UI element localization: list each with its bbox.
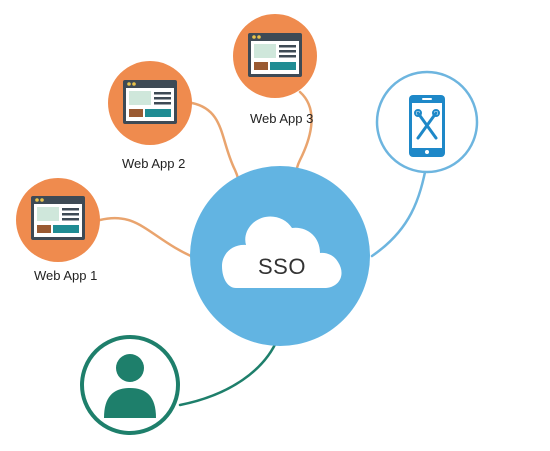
tools-icon <box>416 111 438 140</box>
browser-window-icon <box>248 33 302 77</box>
user-icon <box>104 354 156 418</box>
connector-user <box>178 336 280 407</box>
web-app-3-label: Web App 3 <box>250 111 314 126</box>
smartphone-icon <box>409 95 445 157</box>
connector-app1 <box>98 216 202 262</box>
web-app-2-node <box>108 61 192 145</box>
browser-window-icon <box>123 80 177 124</box>
web-app-1-node <box>16 178 100 262</box>
sso-label: SSO <box>258 254 306 279</box>
sso-node <box>190 166 370 346</box>
browser-window-icon <box>31 196 85 240</box>
mobile-node <box>375 70 479 174</box>
web-app-3-node <box>233 14 317 98</box>
connector-mobile <box>370 160 429 258</box>
web-app-2-label: Web App 2 <box>122 156 186 171</box>
web-app-1-label: Web App 1 <box>34 268 98 283</box>
user-node <box>80 335 180 435</box>
cloud-icon <box>222 216 342 288</box>
